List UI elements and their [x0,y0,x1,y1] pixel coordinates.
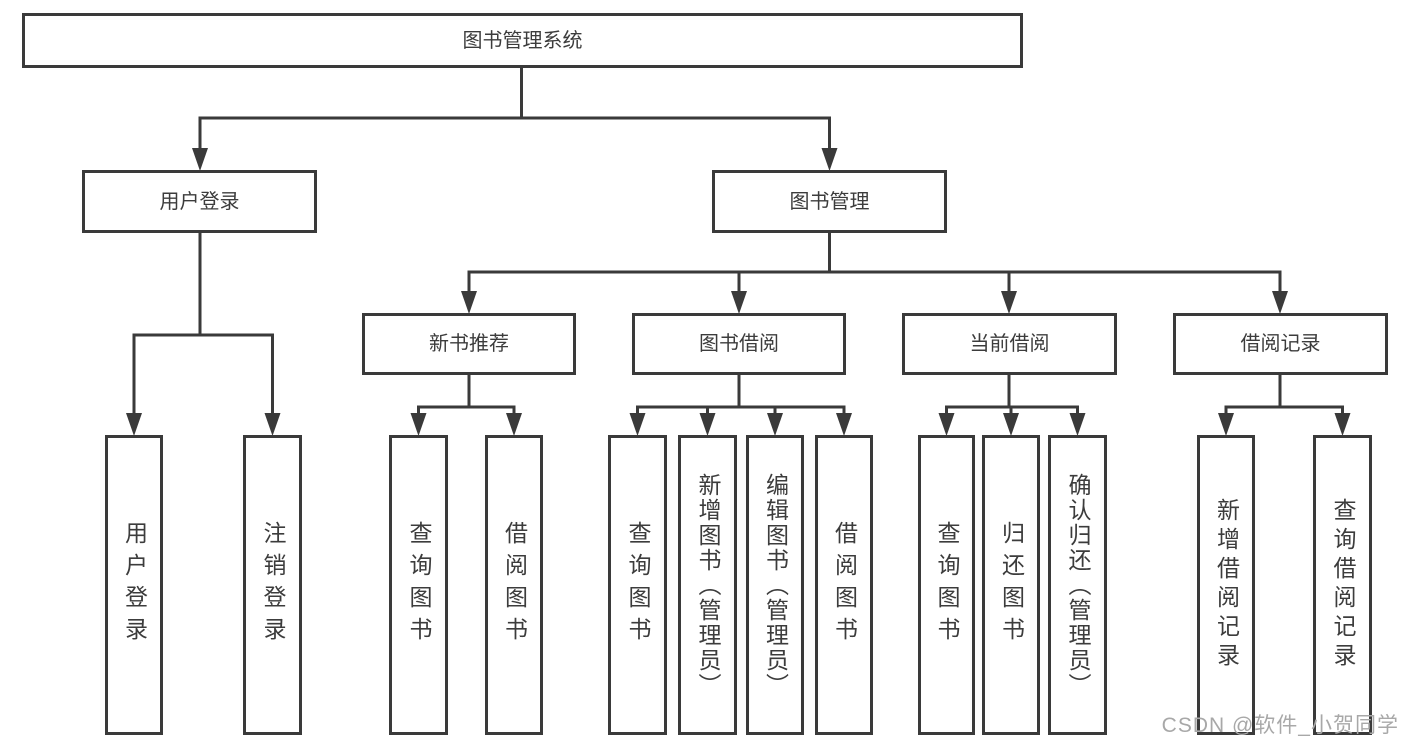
node-borrowing-records: 借阅记录 [1173,313,1388,375]
leaf-query-books-borrowing: 查询图书 [608,435,667,735]
node-library-management-system: 图书管理系统 [22,13,1023,68]
leaf-query-books-recommend: 查询图书 [389,435,448,735]
leaf-edit-book-admin: 编辑图书（管理员） [746,435,804,735]
leaf-borrow-books-recommend: 借阅图书 [485,435,543,735]
leaf-query-books-current: 查询图书 [918,435,975,735]
leaf-add-book-admin: 新增图书（管理员） [678,435,737,735]
leaf-logout: 注销登录 [243,435,302,735]
node-new-book-recommend: 新书推荐 [362,313,576,375]
leaf-borrow-books: 借阅图书 [815,435,873,735]
leaf-query-borrow-record: 查询借阅记录 [1313,435,1372,735]
leaf-return-books: 归还图书 [982,435,1040,735]
leaf-add-borrow-record: 新增借阅记录 [1197,435,1255,735]
leaf-confirm-return-admin: 确认归还（管理员） [1048,435,1107,735]
node-book-management: 图书管理 [712,170,947,233]
node-user-login: 用户登录 [82,170,317,233]
csdn-watermark: CSDN @软件_小贺同学 [1161,714,1399,737]
node-current-borrowing: 当前借阅 [902,313,1117,375]
leaf-user-login: 用户登录 [105,435,163,735]
node-book-borrowing: 图书借阅 [632,313,846,375]
